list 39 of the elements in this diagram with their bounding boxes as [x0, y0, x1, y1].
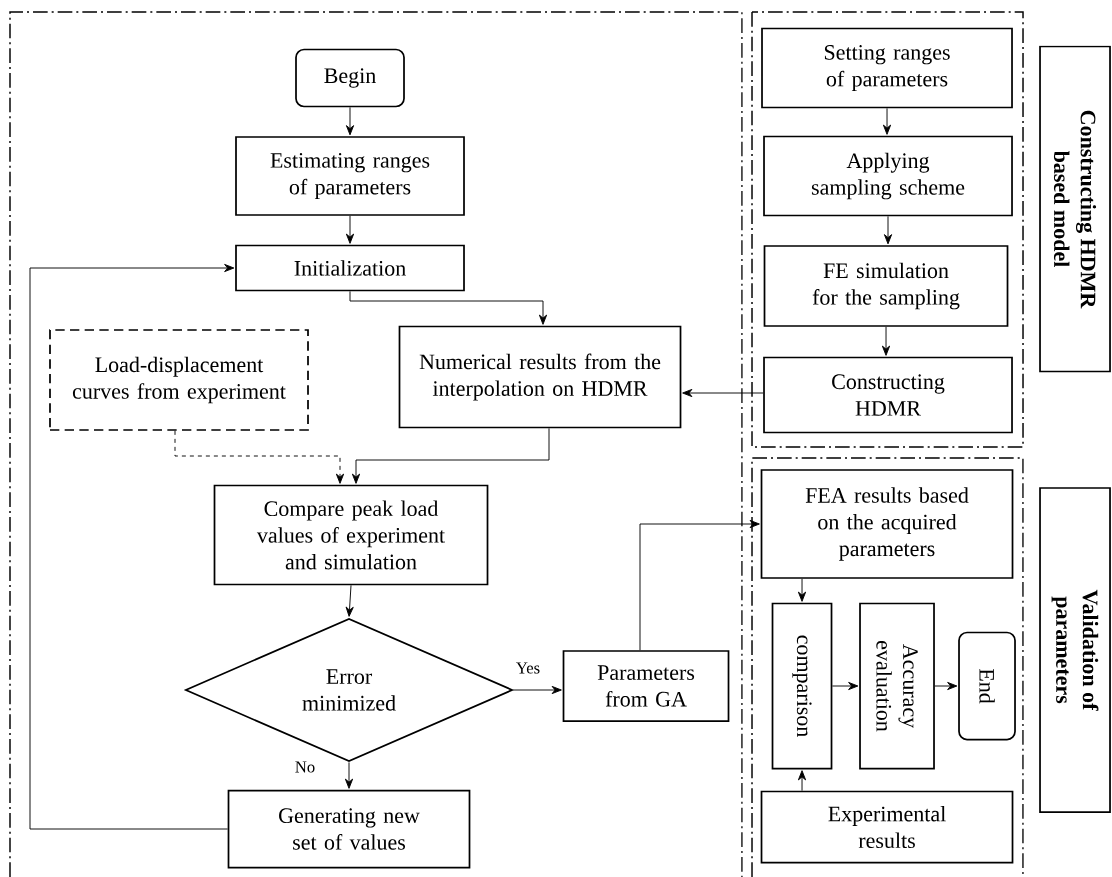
section-label-box: Validation of parameters	[1039, 487, 1111, 813]
arrow	[345, 106, 355, 136]
arrow	[174, 430, 345, 484]
arrow	[881, 326, 891, 356]
arrow	[512, 685, 562, 695]
arrow	[831, 681, 859, 691]
process-box: Parameters from GA	[562, 650, 730, 722]
process-box: Experimental results	[760, 790, 1014, 864]
arrow	[882, 107, 892, 135]
arrow	[351, 427, 550, 484]
process-box: FEA results based on the acquired parameters	[760, 469, 1014, 579]
process-box: Setting ranges of parameters	[761, 27, 1013, 109]
arrow	[682, 388, 764, 398]
section-label-box: Constructing HDMR based model	[1039, 45, 1111, 373]
edge-label: Yes	[514, 661, 542, 675]
arrow	[344, 761, 354, 789]
arrow	[797, 770, 807, 792]
process-box: FE simulation for the sampling	[763, 245, 1009, 327]
arrow	[29, 263, 235, 830]
edge-label: No	[293, 760, 317, 774]
process-box: Constructing HDMR	[763, 356, 1013, 434]
terminal-box: End	[958, 631, 1016, 741]
arrow	[639, 519, 760, 651]
process-box: Estimating ranges of parameters	[235, 136, 465, 216]
input-box: Load-displacement curves from experiment	[49, 329, 309, 431]
process-box: comparison	[771, 602, 833, 770]
process-box: Generating new set of values	[227, 789, 471, 869]
process-box: Applying sampling scheme	[763, 135, 1013, 217]
arrow	[883, 215, 893, 245]
process-box: Initialization	[235, 244, 465, 292]
arrow	[345, 215, 355, 244]
process-box: Accuracy evaluation	[859, 602, 935, 770]
process-box: Numerical results from the interpolation on HDMR	[398, 325, 682, 429]
process-box: Compare peak load values of experiment and simulation	[213, 484, 489, 586]
arrow	[349, 290, 548, 325]
arrow	[345, 584, 354, 617]
arrow	[797, 578, 807, 602]
terminal-box: Begin	[295, 48, 405, 108]
arrow	[934, 681, 958, 691]
